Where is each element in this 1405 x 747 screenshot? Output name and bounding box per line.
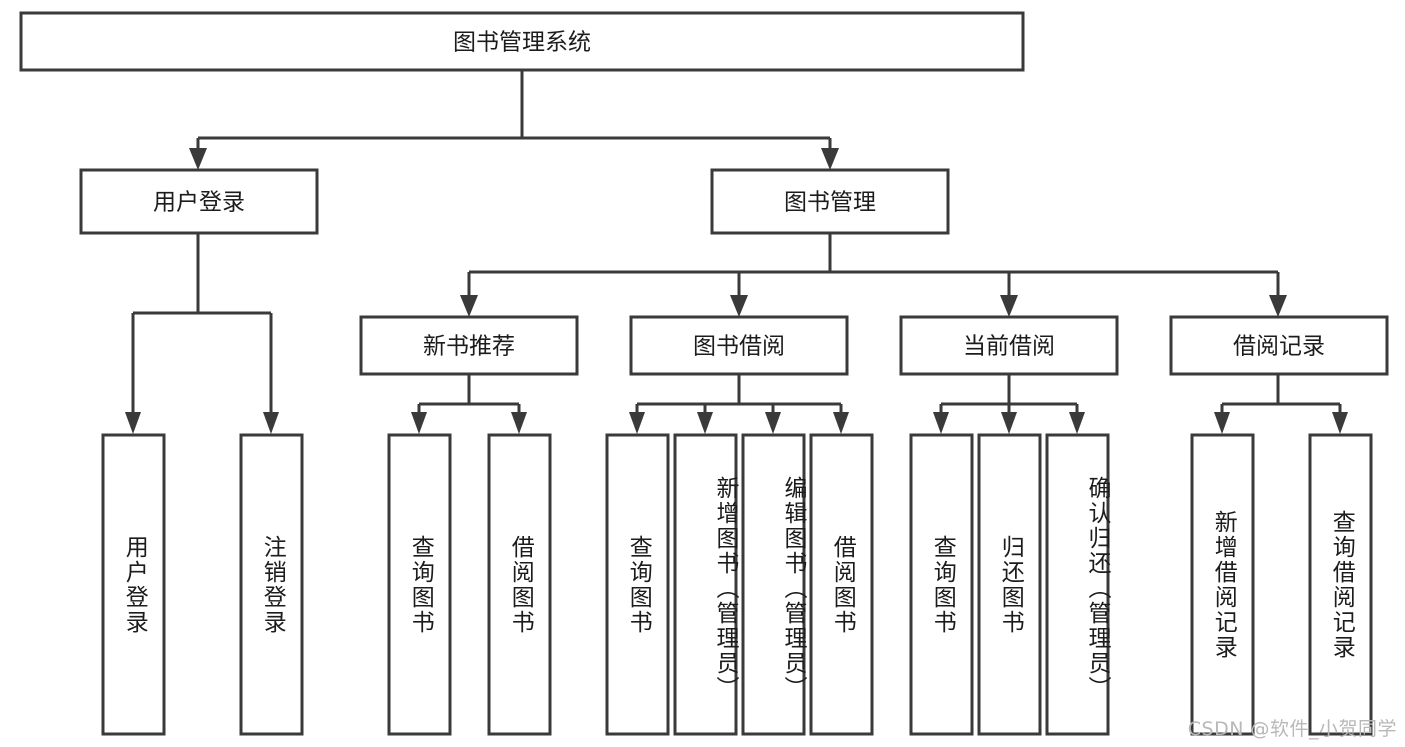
node-borrow-record-box[interactable] bbox=[1169, 315, 1389, 376]
arrowhead-user-login bbox=[189, 148, 207, 170]
node-current-borrow[interactable]: 当前借阅 bbox=[899, 315, 1119, 376]
node-current-borrow-box[interactable] bbox=[899, 315, 1119, 376]
node-user-login[interactable]: 用户登录 bbox=[79, 168, 319, 235]
leaf-box-borrow-book-2[interactable] bbox=[809, 433, 874, 736]
arrowhead-book-borrow bbox=[730, 295, 748, 317]
node-book-management-box[interactable] bbox=[710, 168, 950, 235]
arrowhead-borrow-leaf3 bbox=[765, 412, 781, 434]
leaf-box-query-book-1[interactable] bbox=[387, 433, 452, 736]
arrowhead-record-leaf1 bbox=[1214, 412, 1230, 434]
leaf-box-layer bbox=[101, 433, 1373, 736]
node-book-borrow[interactable]: 图书借阅 bbox=[629, 315, 849, 376]
watermark-text: CSDN @软件_小贺同学 bbox=[1187, 718, 1397, 740]
arrowhead-book-mgmt bbox=[821, 148, 839, 170]
leaf-box-query-book-2[interactable] bbox=[605, 433, 670, 736]
arrowhead-current-borrow bbox=[1000, 295, 1018, 317]
arrowhead-borrow-leaf2 bbox=[697, 412, 713, 434]
arrowhead-current-leaf3 bbox=[1069, 412, 1085, 434]
leaf-box-return-book[interactable] bbox=[977, 433, 1042, 736]
leaf-box-query-book-3[interactable] bbox=[909, 433, 974, 736]
arrowhead-new-leaf1 bbox=[411, 412, 427, 434]
leaf-box-query-record[interactable] bbox=[1308, 433, 1373, 736]
leaf-box-user-login[interactable] bbox=[101, 433, 166, 736]
node-book-management[interactable]: 图书管理 bbox=[710, 168, 950, 235]
leaf-box-add-record[interactable] bbox=[1190, 433, 1255, 736]
node-borrow-record[interactable]: 借阅记录 bbox=[1169, 315, 1389, 376]
node-new-book-recommend[interactable]: 新书推荐 bbox=[359, 315, 579, 376]
arrowhead-ul-leaf2 bbox=[263, 412, 279, 434]
node-new-book-recommend-label: 新书推荐 bbox=[423, 334, 515, 360]
leaf-box-confirm-return[interactable] bbox=[1045, 433, 1110, 736]
arrowhead-record-leaf2 bbox=[1332, 412, 1348, 434]
connector-layer bbox=[125, 71, 1348, 434]
node-new-book-recommend-box[interactable] bbox=[359, 315, 579, 376]
arrowhead-borrow-record bbox=[1269, 295, 1287, 317]
leaf-box-add-book[interactable] bbox=[673, 433, 738, 736]
arrowhead-new-leaf2 bbox=[511, 412, 527, 434]
arrowhead-new-book bbox=[460, 295, 478, 317]
leaf-box-borrow-book-1[interactable] bbox=[487, 433, 552, 736]
leaf-box-edit-book[interactable] bbox=[741, 433, 806, 736]
node-root[interactable]: 图书管理系统 bbox=[19, 11, 1025, 72]
leaf-box-logout[interactable] bbox=[239, 433, 304, 736]
node-current-borrow-label: 当前借阅 bbox=[963, 334, 1055, 360]
arrowhead-borrow-leaf4 bbox=[833, 412, 849, 434]
node-root-label: 图书管理系统 bbox=[453, 30, 591, 56]
node-book-management-label: 图书管理 bbox=[784, 190, 876, 216]
node-book-borrow-label: 图书借阅 bbox=[693, 334, 785, 360]
arrowhead-borrow-leaf1 bbox=[629, 412, 645, 434]
arrowhead-current-leaf1 bbox=[933, 412, 949, 434]
node-user-login-label: 用户登录 bbox=[153, 190, 245, 216]
arrowhead-ul-leaf1 bbox=[125, 412, 141, 434]
node-borrow-record-label: 借阅记录 bbox=[1233, 334, 1325, 360]
node-book-borrow-box[interactable] bbox=[629, 315, 849, 376]
arrowhead-current-leaf2 bbox=[1001, 412, 1017, 434]
node-user-login-box[interactable] bbox=[79, 168, 319, 235]
node-root-box[interactable] bbox=[19, 11, 1025, 72]
